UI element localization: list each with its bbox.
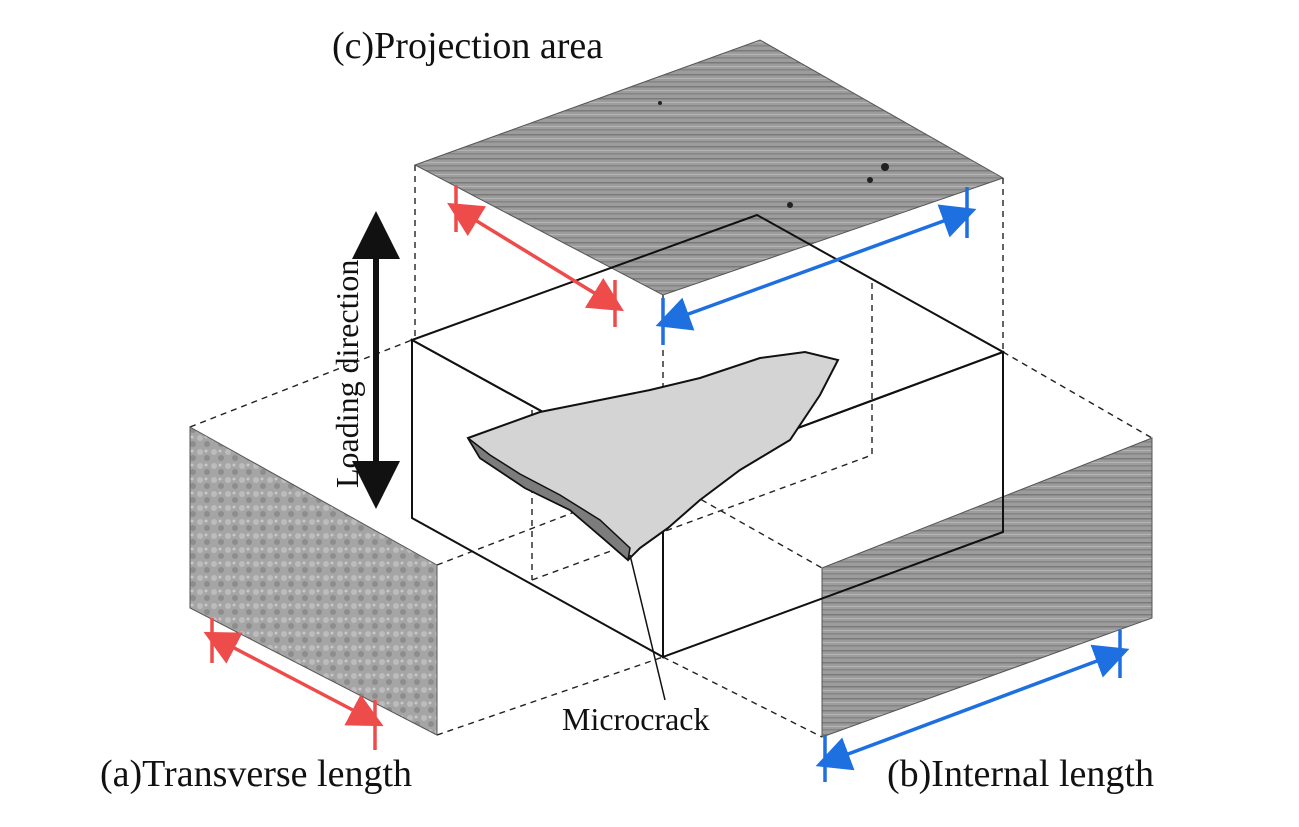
transverse-length-label: (a)Transverse length <box>100 753 412 795</box>
microcrack-label: Microcrack <box>562 701 709 737</box>
projection-area-panel <box>413 39 1005 296</box>
internal-blue-marker <box>815 630 1130 782</box>
internal-length-label: (b)Internal length <box>887 753 1154 795</box>
microcrack-leader-line <box>629 554 666 701</box>
microcrack-shape <box>466 350 840 562</box>
projection-blue-marker <box>655 187 977 345</box>
loading-direction-label: Loading direction <box>329 260 365 488</box>
projection-red-marker <box>447 185 624 327</box>
internal-length-panel <box>821 437 1153 738</box>
projection-area-label: (c)Projection area <box>332 25 603 67</box>
transverse-red-marker <box>203 618 384 750</box>
